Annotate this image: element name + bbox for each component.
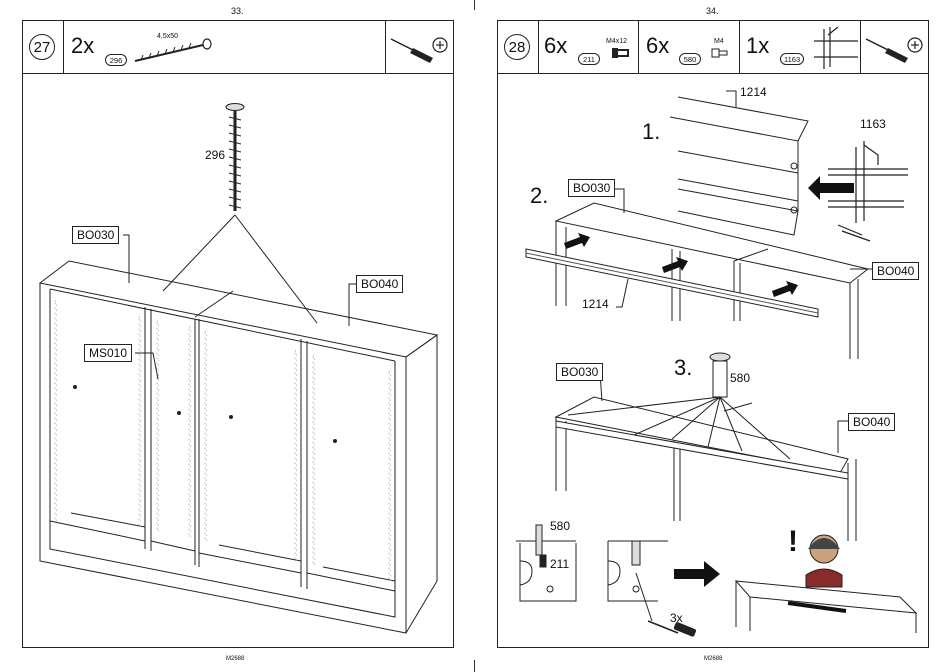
detail-label-580: 580 bbox=[550, 519, 570, 533]
rail-1214-top bbox=[670, 97, 808, 235]
label-bo040-a: BO040 bbox=[872, 262, 919, 280]
screw-296-drawing bbox=[163, 104, 317, 324]
label-bo040-b: BO040 bbox=[848, 413, 895, 431]
worker-icon bbox=[806, 535, 842, 587]
wardrobe-assembly-drawing bbox=[23, 21, 455, 649]
rail-assembly-drawing bbox=[498, 21, 930, 649]
right-page-number: 34. bbox=[706, 6, 719, 16]
count-3x: 3x bbox=[670, 611, 683, 625]
label-bo030-a: BO030 bbox=[568, 179, 615, 197]
label-bo030: BO030 bbox=[72, 226, 119, 244]
bracket-label-1163: 1163 bbox=[860, 117, 886, 131]
label-bo030-b: BO030 bbox=[556, 363, 603, 381]
hole-row bbox=[55, 301, 390, 581]
crop-mark-bottom bbox=[474, 660, 475, 672]
cap-label-580: 580 bbox=[730, 371, 750, 385]
slide-arrow bbox=[788, 603, 846, 611]
left-page-number: 33. bbox=[231, 6, 244, 16]
step-1: 1. bbox=[642, 119, 660, 145]
detail-middle bbox=[608, 541, 668, 621]
detail-label-211: 211 bbox=[550, 557, 569, 571]
rail-label-1214-top: 1214 bbox=[740, 85, 767, 99]
warning-mark: ! bbox=[788, 525, 798, 559]
crop-mark-top bbox=[474, 0, 475, 10]
arrow-insert bbox=[808, 176, 854, 200]
left-page: 27 2x 296 4,5x50 bbox=[22, 20, 454, 648]
step-3: 3. bbox=[674, 355, 692, 381]
label-ms010: MS010 bbox=[84, 344, 132, 362]
arrow-next bbox=[674, 561, 720, 587]
step-2: 2. bbox=[530, 183, 548, 209]
label-bo040: BO040 bbox=[356, 275, 403, 293]
screw-label: 296 bbox=[205, 148, 225, 162]
rail-label-1214-bottom: 1214 bbox=[582, 297, 609, 311]
left-footer: M2688 bbox=[226, 656, 244, 668]
right-footer: M2688 bbox=[704, 656, 722, 668]
right-page: 28 6x 211 M4x12 6x 580 M4 1x 1163 bbox=[497, 20, 929, 648]
